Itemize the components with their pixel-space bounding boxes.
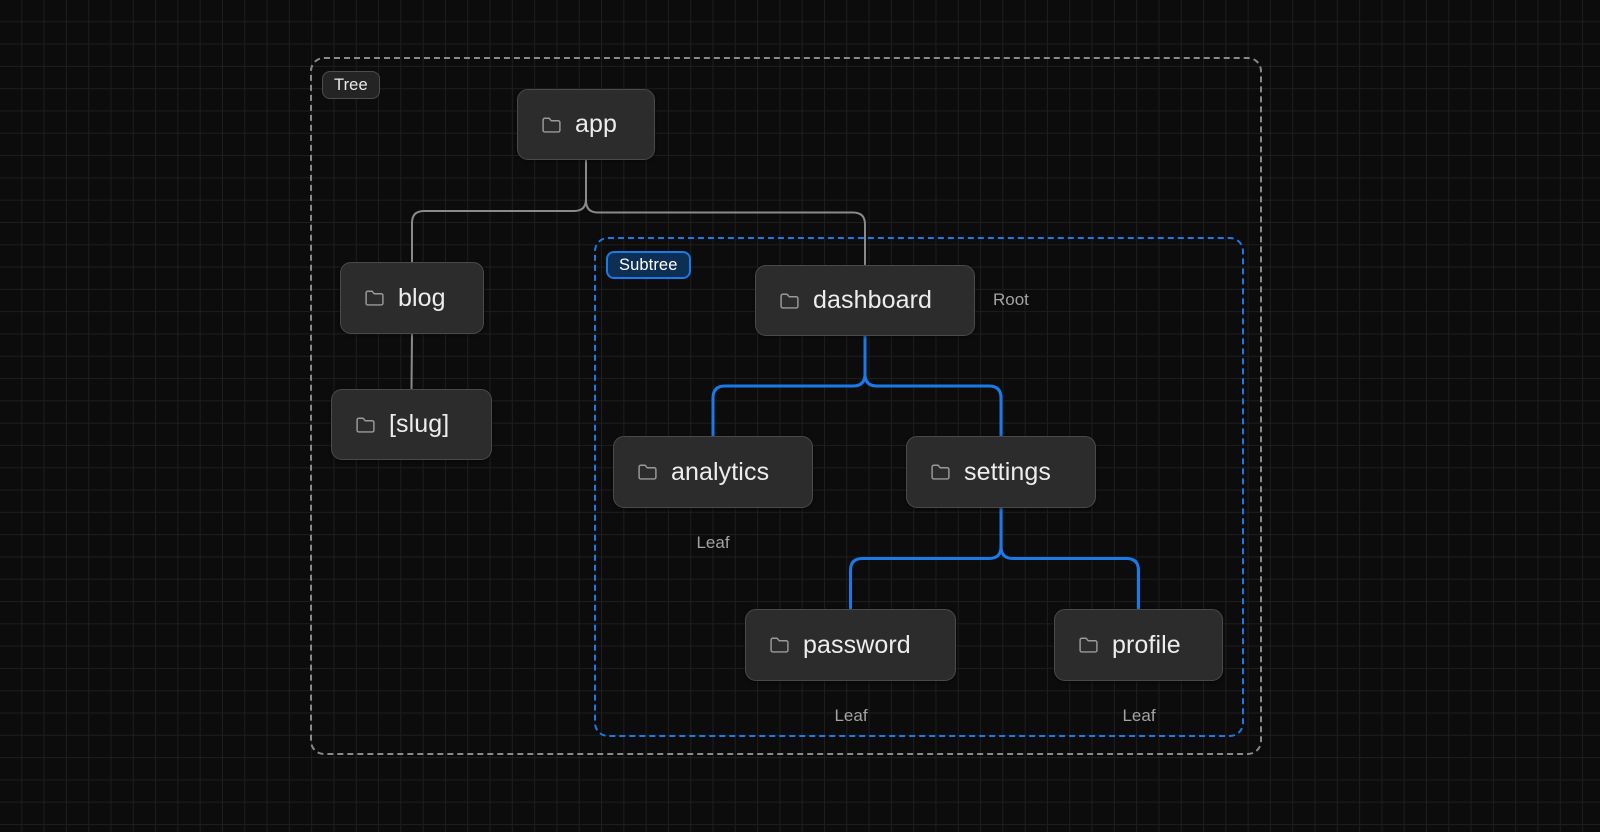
tree-node-label: dashboard: [813, 286, 933, 314]
tree-node-label: settings: [964, 457, 1051, 486]
folder-icon: [356, 417, 375, 433]
group-container-subtree[interactable]: Subtree: [594, 237, 1244, 737]
tree-node-profile[interactable]: profile: [1054, 609, 1223, 681]
tree-node-dashboard[interactable]: dashboard: [755, 265, 975, 336]
group-container-tree[interactable]: Tree: [310, 57, 1262, 755]
annotation-root-label: Root: [993, 290, 1029, 309]
tree-node-blog[interactable]: blog: [340, 262, 484, 334]
tree-node-settings[interactable]: settings: [906, 436, 1096, 508]
tree-node-password[interactable]: password: [745, 609, 956, 681]
tree-node-label: profile: [1112, 630, 1181, 659]
folder-icon: [931, 464, 950, 480]
tree-node-label: password: [803, 630, 911, 659]
tree-node-label: app: [575, 110, 618, 138]
tree-node-label: analytics: [671, 457, 770, 486]
tree-node-label: blog: [398, 283, 446, 312]
tree-node-label: [slug]: [389, 410, 450, 438]
folder-icon: [1079, 637, 1098, 653]
folder-icon: [770, 637, 789, 653]
group-badge-subtree[interactable]: Subtree: [606, 251, 691, 279]
tree-node-slug[interactable]: [slug]: [331, 389, 492, 460]
annotation-analytics-leaf: Leaf: [696, 533, 730, 552]
group-badge-tree[interactable]: Tree: [322, 71, 380, 99]
folder-icon: [780, 293, 799, 309]
annotation-password-leaf: Leaf: [834, 706, 868, 725]
tree-node-analytics[interactable]: analytics: [613, 436, 813, 508]
annotation-profile-leaf: Leaf: [1122, 706, 1156, 725]
folder-icon: [638, 464, 657, 480]
tree-node-app[interactable]: app: [517, 89, 655, 160]
folder-icon: [542, 117, 561, 133]
folder-icon: [365, 290, 384, 306]
